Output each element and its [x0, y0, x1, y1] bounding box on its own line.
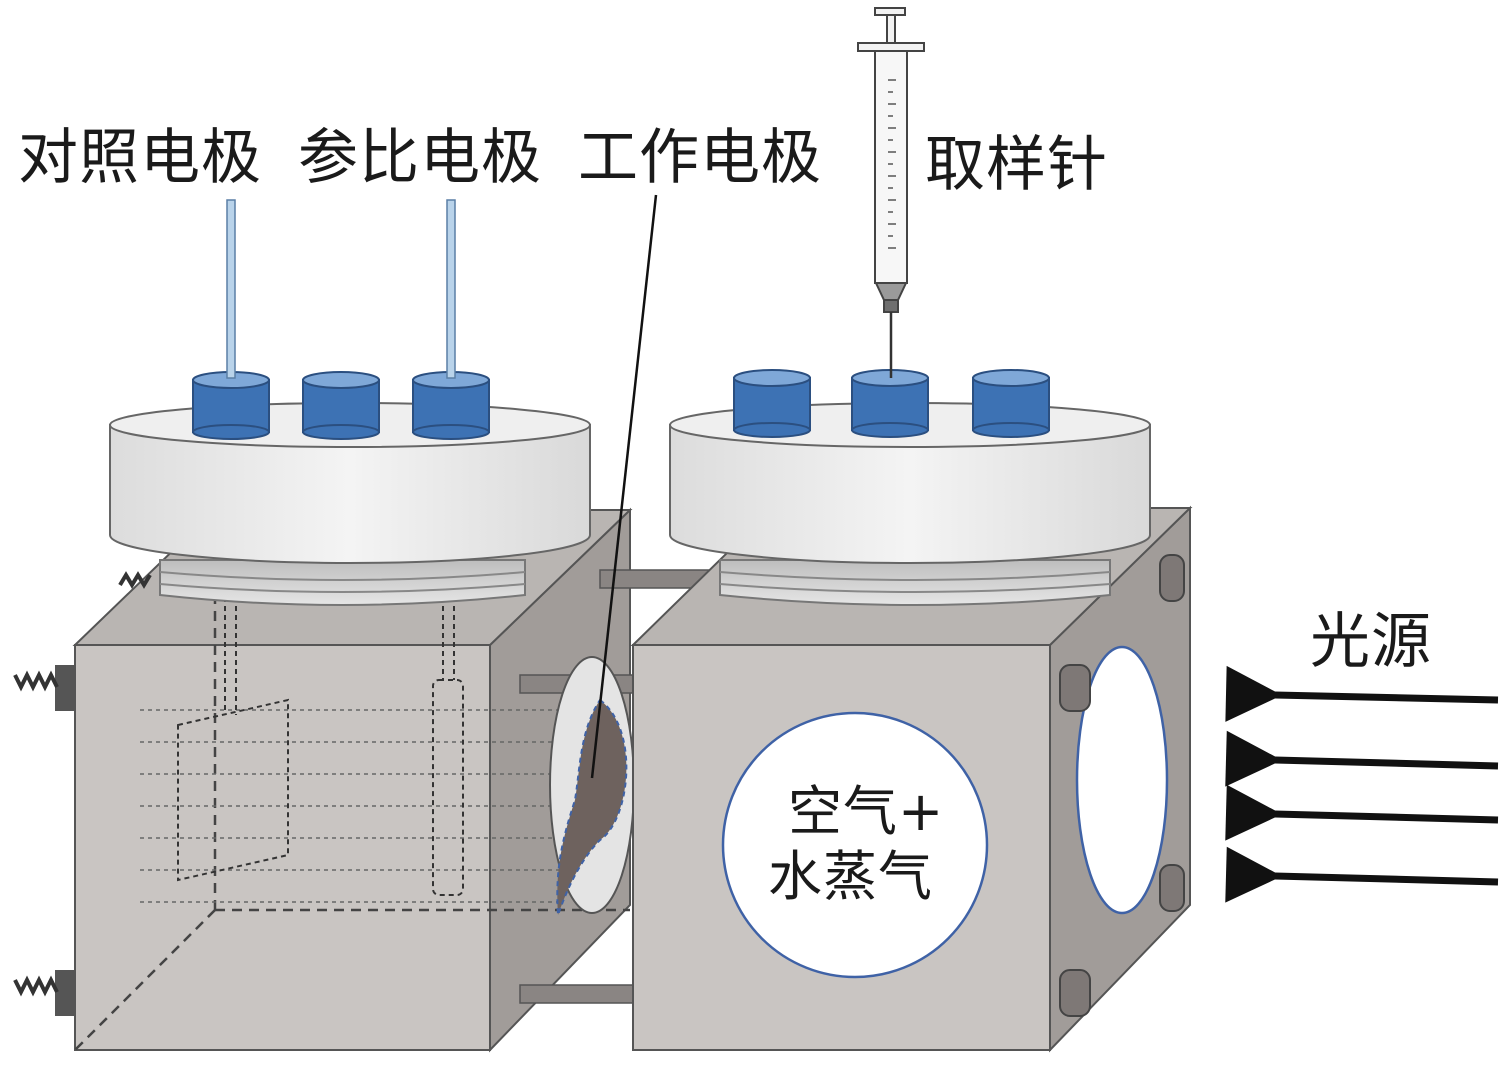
working-electrode-film [556, 698, 628, 916]
sampling-needle-label: 取样针 [925, 130, 1108, 200]
working-electrode-window [549, 656, 635, 916]
left-cap-port-3 [412, 371, 490, 440]
reference-electrode-rod [446, 199, 456, 379]
working-electrode-label: 工作电极 [578, 123, 822, 193]
light-arrow-icon [1225, 665, 1499, 722]
left-cell-front-face [74, 644, 491, 1051]
side-window [1075, 645, 1169, 915]
right-cell [630, 369, 1193, 1053]
left-cap-port-2 [302, 371, 380, 440]
counter-electrode-label: 对照电极 [18, 123, 262, 193]
light-arrow-icon [1225, 730, 1499, 787]
reference-electrode-label: 参比电极 [298, 123, 542, 193]
syringe-icon [857, 7, 925, 378]
bolt-icon [1059, 554, 1185, 1017]
light-arrow-icon [1225, 784, 1499, 841]
spring-terminal-icon [13, 665, 75, 711]
right-cap-port-1 [733, 369, 811, 438]
left-cell [13, 199, 633, 1053]
counter-electrode-rod [226, 199, 236, 379]
light-arrows [1225, 665, 1499, 903]
right-cell-thread [719, 559, 1111, 606]
left-cell-thread [159, 559, 526, 606]
window-gas-label-line2: 水蒸气 [768, 845, 933, 908]
spring-terminal-icon [13, 970, 75, 1016]
left-cap-port-1 [192, 371, 270, 440]
light-arrow-icon [1225, 846, 1499, 903]
left-cell-electrolyte-lines [140, 709, 560, 903]
spring-terminal-icon [118, 571, 152, 589]
right-cap-port-3 [972, 369, 1050, 438]
right-cap-port-2 [851, 369, 929, 438]
left-cell-hidden-edges [74, 560, 630, 1051]
working-electrode-leader-line [590, 194, 658, 779]
front-window [721, 711, 989, 979]
light-source-label: 光源 [1310, 607, 1432, 677]
window-gas-label-line1: 空气+ [788, 780, 945, 843]
